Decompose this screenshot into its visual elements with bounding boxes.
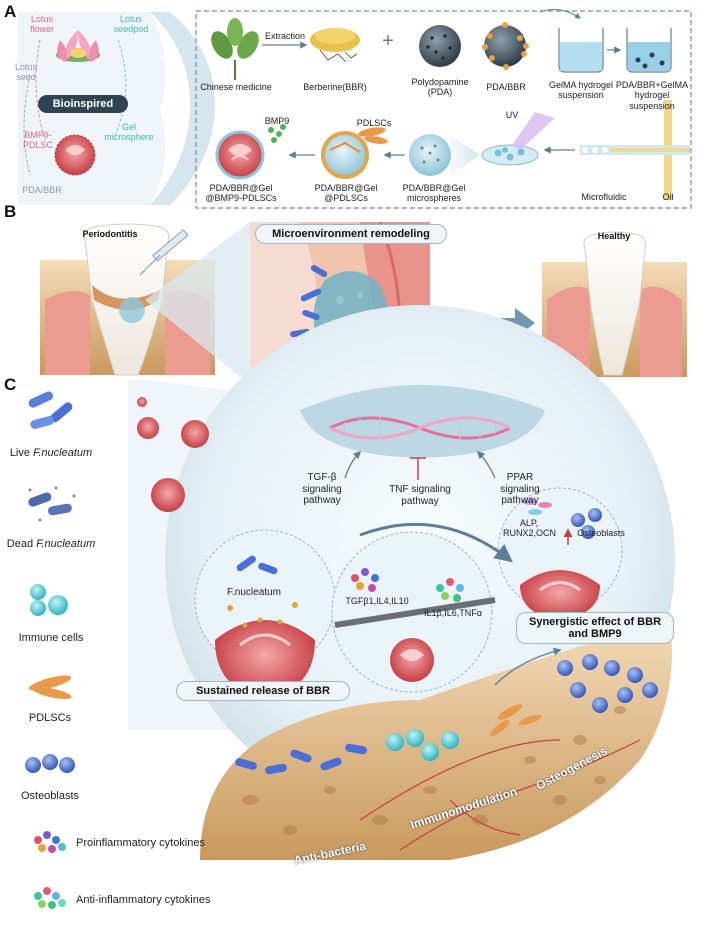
legend-dead-bacteria-label: Dead F.nucleatum (6, 538, 96, 550)
legend-pdlscs-icon (28, 675, 72, 700)
tnf-pathway-label: TNF signaling pathway (389, 484, 451, 507)
pda-bbr-gelma-label: PDA/BBR+GelMA hydrogel suspension (615, 80, 689, 111)
plus-sign: + (382, 30, 394, 52)
microenvironment-badge: Microenvironment remodeling (255, 224, 447, 244)
pda-bbr-gelma-beaker-icon (626, 28, 672, 73)
f-nucleatum-label: F.nucleatum (227, 587, 281, 598)
pdlsc-sphere-icon (321, 131, 369, 179)
process-box (195, 10, 692, 209)
lotus-flower-icon (56, 30, 100, 62)
syringe-icon (139, 229, 189, 276)
center-microsphere (390, 638, 434, 682)
gel-microsphere-icon (409, 134, 451, 176)
pdlsc-cells-icon (358, 127, 388, 144)
gel-microsphere-label: Gel microsphere (104, 122, 154, 143)
healthy-label: Healthy (597, 231, 631, 241)
bmp9-dots-icon (268, 124, 286, 143)
lotus-flower-label: Lotus flower (29, 14, 54, 35)
legend-immune-cells-label: Immune cells (18, 632, 84, 644)
legend-antiinflammatory-label: Anti-inflammatory cytokines (76, 894, 211, 906)
berberine-powder-icon (310, 28, 360, 63)
legend-live-bacteria-label: Live F.nucleatum (9, 447, 93, 459)
bmp9-pdlsc-label: BMP9-PDLSC (22, 130, 53, 151)
osteo-markers-label: ALP, RUNX2,OCN (503, 518, 557, 539)
anti-cytokines-label: TGFβ1,IL4,IL10 (345, 596, 409, 606)
osteoblasts-circle-label: Osteoblasts (577, 528, 625, 538)
final-product-label: PDA/BBR@Gel @BMP9-PDLSCs (205, 183, 277, 204)
legend-live-bacteria-icon (28, 391, 73, 429)
pda-bbr-label: PDA/BBR (486, 82, 526, 92)
ppar-pathway-label: PPAR signaling pathway (500, 472, 540, 506)
proinflammatory-cluster-icon (351, 568, 379, 592)
gel-microspheres-label: PDA/BBR@Gel microspheres (402, 183, 466, 204)
floating-microsphere-b (181, 420, 209, 448)
periodontitis-label: Periodontitis (82, 229, 138, 239)
panel-label-c: C (4, 375, 17, 394)
legend-osteoblasts-label: Osteoblasts (20, 790, 80, 802)
legend-immune-cells-icon (30, 584, 68, 616)
bone-osteoblasts (557, 654, 658, 713)
osteo-microsphere (520, 570, 600, 620)
lotus-seedpod-label: Lotus seedpod (113, 14, 149, 35)
panel-label-b: B (4, 202, 17, 221)
anti-inflammatory-cluster-icon (436, 578, 464, 602)
legend-proinflammatory-icon (34, 831, 66, 853)
microfluidic-chip-icon (580, 100, 690, 200)
legend-dead-bacteria-icon (28, 486, 76, 522)
floating-microsphere-small (137, 397, 147, 407)
bone-bacteria (235, 743, 367, 775)
petri-dish-icon (481, 144, 539, 166)
gel-pdlscs-label: PDA/BBR@Gel @PDLSCs (314, 183, 378, 204)
chinese-medicine-icon (211, 18, 259, 80)
microsphere-icon (54, 134, 96, 176)
pro-cytokines-label: IL1β,IL6,TNFα (424, 608, 482, 618)
polydopamine-label: Polydopamine (PDA) (411, 77, 469, 98)
periodontitis-tooth-illustration (40, 223, 215, 376)
bone-immune-cells (386, 729, 459, 761)
balance-beam (334, 597, 496, 628)
floating-microsphere-a (137, 417, 159, 439)
extraction-label: Extraction (264, 31, 306, 41)
uv-beam (512, 112, 555, 150)
panel-label-a: A (4, 2, 17, 21)
sustained-release-badge: Sustained release of BBR (176, 681, 350, 701)
gelma-beaker-icon (558, 28, 604, 73)
floating-microsphere-c (151, 478, 185, 512)
panel-a-chevron (150, 12, 215, 205)
pdlscs-label: PDLSCs (356, 118, 392, 128)
uv-label: UV (505, 110, 519, 120)
pda-bbr-left-label: PDA/BBR (22, 185, 62, 195)
microfluidic-label: Microfluidic (581, 192, 627, 202)
synergy-badge: Synergistic effect of BBR and BMP9 (516, 612, 674, 644)
legend-pdlscs-label: PDLSCs (28, 712, 72, 724)
oil-label: Oil (662, 192, 674, 202)
dna-nucleus (300, 385, 545, 458)
marker-pills-icon (523, 499, 552, 515)
berberine-label: Berberine(BBR) (303, 82, 367, 92)
blood-vessels (359, 739, 641, 851)
pda-sphere-icon (419, 25, 461, 67)
legend-proinflammatory-label: Proinflammatory cytokines (76, 837, 205, 849)
bioinspired-badge: Bioinspired (38, 95, 128, 113)
tgf-pathway-label: TGF-β signaling pathway (302, 472, 342, 506)
bmp9-label: BMP9 (264, 116, 290, 126)
chinese-medicine-label: Chinese medicine (200, 82, 272, 92)
pda-bbr-sphere-icon (482, 22, 529, 70)
osteoblast-cluster-icon (571, 508, 602, 539)
final-microsphere-icon (215, 130, 265, 180)
legend-antiinflammatory-icon (34, 887, 66, 909)
legend-osteoblasts-icon (25, 754, 75, 773)
sustained-release-microsphere (215, 555, 315, 698)
lotus-seed-label: Lotus seed (14, 62, 38, 83)
gelma-suspension-label: GelMA hydrogel suspension (548, 80, 614, 101)
bone-pdlscs (490, 704, 542, 737)
